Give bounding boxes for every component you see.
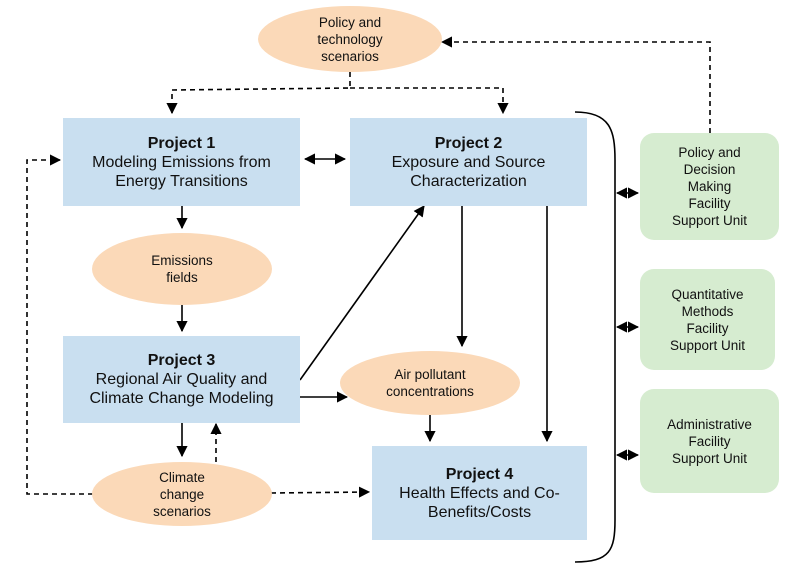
project-1-title: Project 1 [147,134,216,152]
emissions-fields-node: Emissions fields [92,233,272,305]
policy-scenarios-node: Policy and technology scenarios [258,6,442,72]
project-1-box: Project 1 Modeling Emissions from Energy… [63,118,300,206]
policy-decision-unit: Policy and Decision Making Facility Supp… [640,133,779,240]
grouping-brace [574,111,616,563]
arrow-climate-to-project1 [26,154,93,495]
project-3-subtitle: Regional Air Quality and Climate Change … [89,371,274,407]
arrow-project3-to-project2 [299,205,425,381]
project-3-title: Project 3 [147,352,216,369]
project-4-box: Project 4 Health Effects and Co- Benefit… [372,446,587,540]
air-pollutant-node: Air pollutant concentrations [340,351,520,415]
climate-scenarios-node: Climate change scenarios [92,462,272,526]
arrow-policy-to-project2 [350,87,509,115]
project-4-title: Project 4 [445,465,514,483]
project-3-box: Project 3 Regional Air Quality and Clima… [63,336,300,423]
quantitative-methods-unit: Quantitative Methods Facility Support Un… [640,269,775,370]
arrow-climate-to-project4 [270,486,371,498]
project-4-subtitle: Health Effects and Co- Benefits/Costs [399,484,560,521]
arrow-policy-to-project1 [166,72,351,115]
administrative-unit: Administrative Facility Support Unit [640,389,779,493]
project-2-box: Project 2 Exposure and Source Characteri… [350,118,587,206]
project-2-subtitle: Exposure and Source Characterization [391,153,546,190]
arrow-unit-to-policy [440,36,711,133]
project-1-subtitle: Modeling Emissions from Energy Transitio… [92,153,271,190]
project-2-title: Project 2 [434,134,503,152]
